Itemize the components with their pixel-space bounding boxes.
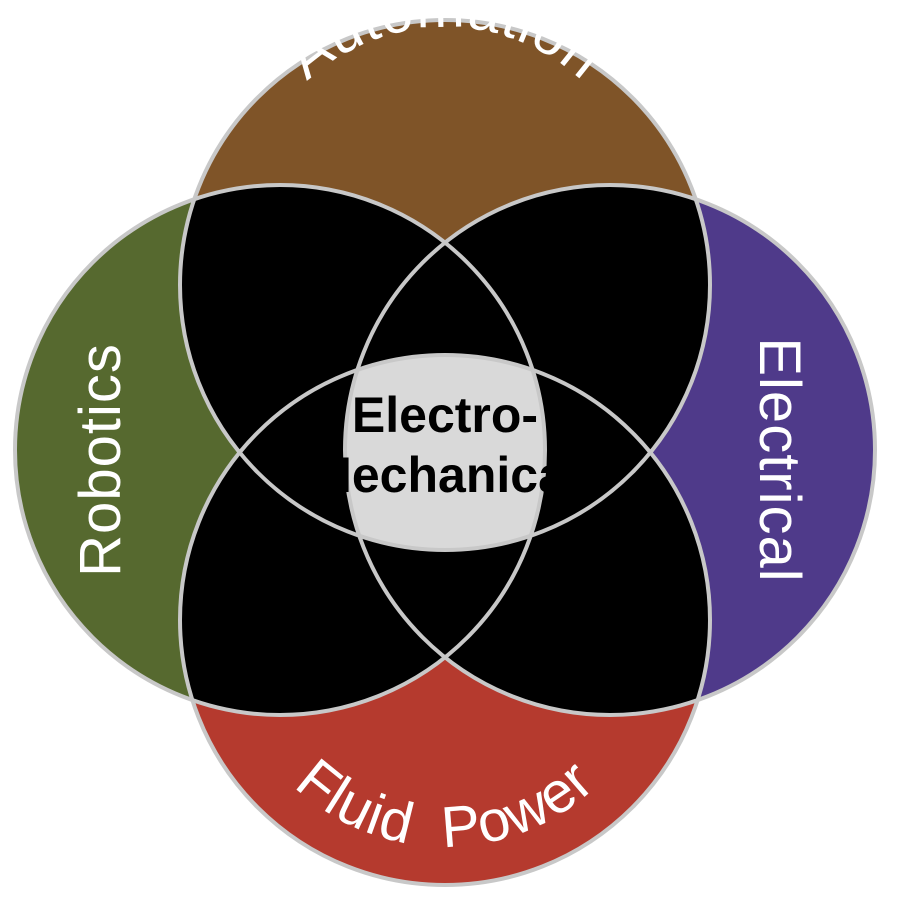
- center-label-line1: Electro-: [352, 387, 538, 443]
- center-label-line2: Mechanical: [310, 447, 580, 503]
- label-electrical: Electrical: [747, 337, 812, 582]
- label-robotics: Robotics: [68, 343, 133, 577]
- circle-outlines: [13, 18, 877, 887]
- overlap-bottom-right: [345, 355, 710, 715]
